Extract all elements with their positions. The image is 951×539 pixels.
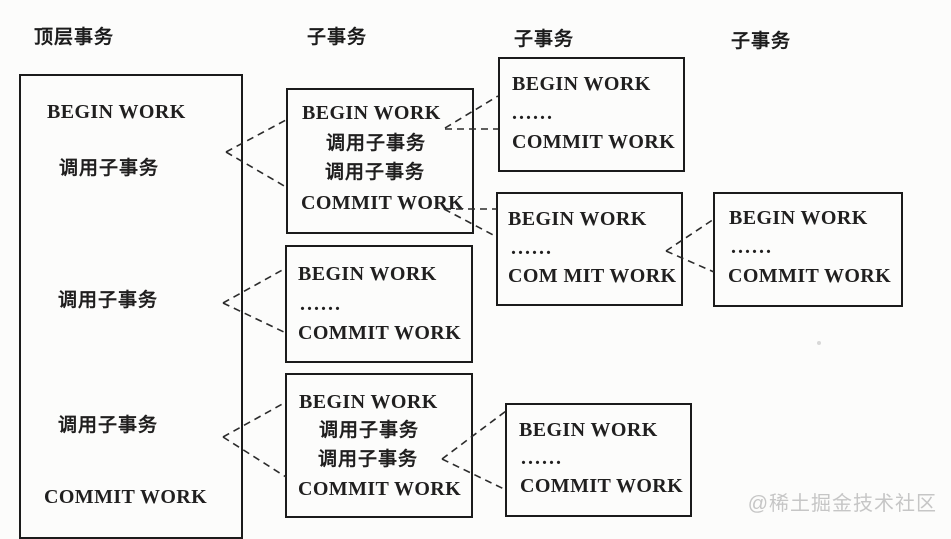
stmt-commit-work: COMMIT WORK [298, 322, 462, 344]
stmt-commit-work: COM MIT WORK [508, 265, 677, 287]
heading-sub-transaction-2: 子事务 [514, 29, 575, 50]
watermark: @稀土掘金技术社区 [747, 493, 937, 515]
heading-sub-transaction-3: 子事务 [731, 31, 792, 52]
stmt-commit-work: COMMIT WORK [44, 486, 208, 508]
stmt-commit-work: COMMIT WORK [301, 192, 465, 214]
stmt-ellipsis: ...... [521, 447, 563, 469]
stmt-call-subtransaction: 调用子事务 [319, 420, 420, 441]
stmt-begin-work: BEGIN WORK [508, 208, 647, 230]
scan-speck [817, 341, 821, 345]
stmt-call-subtransaction: 调用子事务 [325, 162, 426, 183]
stmt-commit-work: COMMIT WORK [520, 475, 684, 497]
stmt-begin-work: BEGIN WORK [299, 391, 438, 413]
stmt-begin-work: BEGIN WORK [729, 207, 868, 229]
stmt-call-subtransaction: 调用子事务 [326, 133, 427, 154]
stmt-ellipsis: ...... [512, 102, 554, 124]
sub-transaction-d-box [498, 57, 685, 172]
stmt-call-subtransaction: 调用子事务 [318, 449, 419, 470]
stmt-call-subtransaction: 调用子事务 [59, 158, 160, 179]
heading-sub-transaction-1: 子事务 [307, 27, 368, 48]
stmt-commit-work: COMMIT WORK [298, 478, 462, 500]
stmt-begin-work: BEGIN WORK [47, 101, 186, 123]
stmt-call-subtransaction: 调用子事务 [58, 415, 159, 436]
stmt-begin-work: BEGIN WORK [298, 263, 437, 285]
heading-top-transaction: 顶层事务 [34, 27, 115, 48]
stmt-ellipsis: ...... [300, 293, 342, 315]
stmt-begin-work: BEGIN WORK [302, 102, 441, 124]
stmt-ellipsis: ...... [511, 237, 553, 259]
sub-transaction-a-box [286, 88, 474, 234]
stmt-call-subtransaction: 调用子事务 [58, 290, 159, 311]
stmt-commit-work: COMMIT WORK [512, 131, 676, 153]
stmt-commit-work: COMMIT WORK [728, 265, 892, 287]
stmt-begin-work: BEGIN WORK [519, 419, 658, 441]
stmt-ellipsis: ...... [731, 236, 773, 258]
stmt-begin-work: BEGIN WORK [512, 73, 651, 95]
